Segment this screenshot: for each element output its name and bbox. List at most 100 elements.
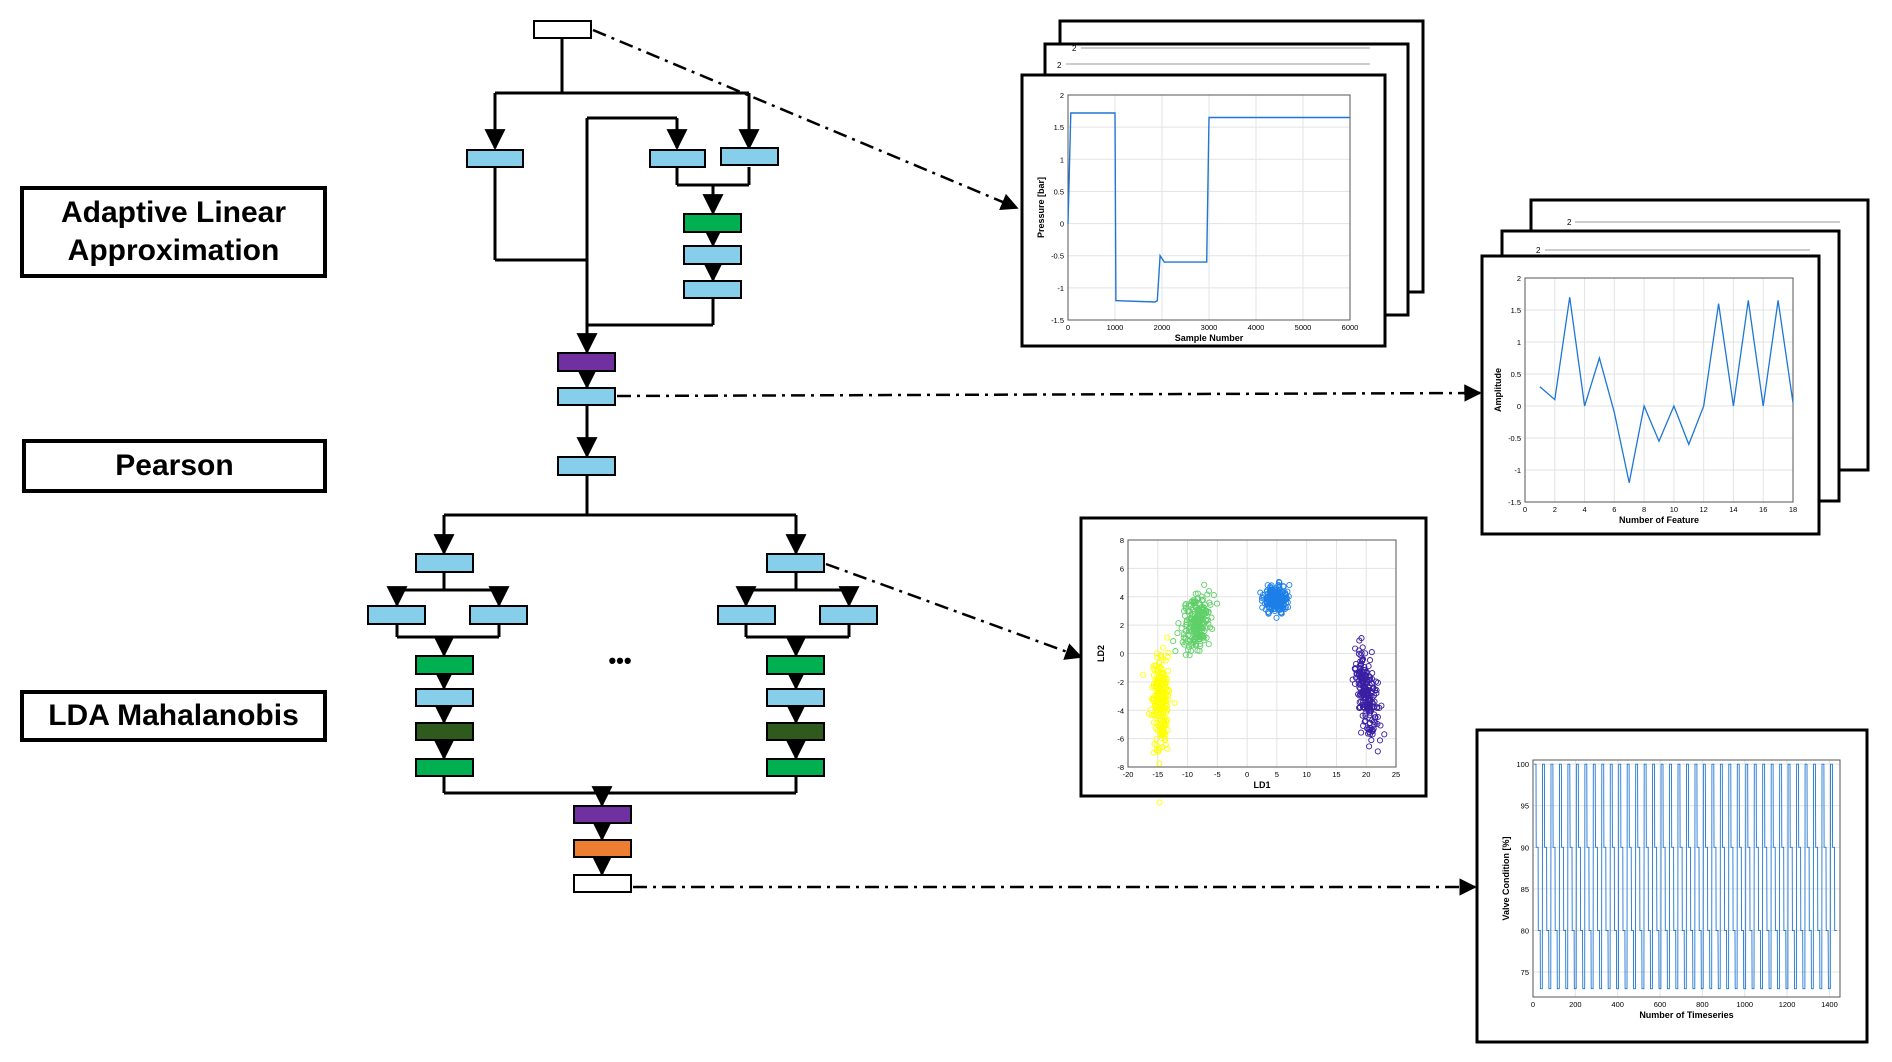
- pressure-ytick-label: -0.5: [1051, 252, 1064, 261]
- valve-axes-outline: [1532, 759, 1841, 998]
- left-block-2: [367, 605, 426, 625]
- feature-xtick-label: 14: [1729, 505, 1737, 514]
- lda-point: [1156, 699, 1163, 706]
- dashdot-links: [592, 28, 1482, 896]
- left-green-1: [415, 655, 474, 675]
- lda-point: [1186, 607, 1193, 615]
- pressure-xtick-label: 2000: [1154, 323, 1171, 332]
- lda-point: [1158, 735, 1165, 742]
- lda-point: [1162, 681, 1169, 688]
- feature-xtick-label: 12: [1699, 505, 1707, 514]
- lda-point: [1192, 638, 1199, 645]
- lda-point: [1195, 595, 1202, 602]
- lda-point: [1188, 615, 1195, 623]
- lda-point: [1193, 634, 1200, 641]
- feature-xtick-label: 16: [1759, 505, 1767, 514]
- lda-point: [1374, 713, 1381, 721]
- lda-point: [1265, 610, 1272, 617]
- left-darkgreen: [415, 722, 474, 741]
- lda-point: [1204, 591, 1211, 598]
- lda-point: [1151, 680, 1158, 688]
- lda-point: [1187, 640, 1194, 648]
- lda-point: [1369, 670, 1376, 677]
- lda-point: [1172, 648, 1179, 655]
- valve-xtick-label: 800: [1696, 1000, 1709, 1009]
- feature-ytick-label: 0.5: [1511, 370, 1521, 379]
- right-green-2: [766, 758, 825, 777]
- lda-ytick-label: -4: [1117, 706, 1124, 715]
- lda-point: [1174, 630, 1181, 637]
- lda-ytick-label: -6: [1117, 735, 1124, 744]
- valve-ytick-label: 95: [1521, 802, 1529, 811]
- pressure-ytick-label: 2: [1060, 91, 1064, 100]
- valve-xtick-label: 400: [1611, 1000, 1624, 1009]
- block-d: [683, 245, 742, 265]
- stack-label-4: 2: [1536, 246, 1541, 255]
- lda-point: [1366, 743, 1373, 750]
- lda-point: [1184, 608, 1191, 615]
- lda-point: [1189, 642, 1196, 649]
- lda-point: [1362, 712, 1369, 719]
- lda-point: [1182, 600, 1189, 608]
- lda-point: [1264, 587, 1271, 594]
- feature-xtick-label: 8: [1642, 505, 1646, 514]
- valve-ytick-label: 80: [1521, 926, 1529, 935]
- lda-point: [1192, 627, 1199, 634]
- lda-point: [1157, 720, 1164, 727]
- lda-point: [1185, 601, 1193, 608]
- lda-point: [1352, 645, 1359, 652]
- lda-point: [1367, 709, 1374, 716]
- feature-ytick-label: -1.5: [1508, 498, 1521, 507]
- lda-point: [1161, 734, 1168, 741]
- lda-point: [1165, 649, 1172, 656]
- lda-point: [1213, 600, 1221, 607]
- lda-point: [1359, 712, 1366, 719]
- lda-point: [1374, 748, 1381, 755]
- lda-point: [1150, 749, 1157, 756]
- lda-point: [1374, 679, 1381, 686]
- lda-point: [1198, 624, 1206, 631]
- lda-point: [1186, 652, 1193, 659]
- lda-point: [1374, 720, 1381, 728]
- lda-point: [1359, 644, 1366, 651]
- lda-xtick-label: 10: [1302, 770, 1310, 779]
- lda-point: [1164, 716, 1171, 723]
- lda-point: [1178, 625, 1185, 632]
- lda-point: [1199, 607, 1206, 614]
- lda-point: [1264, 602, 1271, 609]
- feature-axes-box: [1524, 277, 1794, 503]
- pressure-xtick-label: 6000: [1342, 323, 1359, 332]
- lda-point: [1140, 671, 1147, 678]
- input-block: [533, 20, 592, 39]
- lda-point: [1156, 659, 1163, 667]
- feature-xtick-label: 10: [1670, 505, 1678, 514]
- pressure-xtick-label: 0: [1066, 323, 1070, 332]
- lda-xtick-label: 5: [1275, 770, 1279, 779]
- lda-point: [1355, 691, 1362, 698]
- lda-point: [1194, 621, 1201, 628]
- feature-axes-outline: [1524, 277, 1794, 503]
- feature-series-line: [1539, 297, 1794, 483]
- pressure-ylabel: Pressure [bar]: [1036, 177, 1046, 238]
- lda-point: [1358, 678, 1365, 685]
- lda-point: [1160, 728, 1167, 735]
- lda-point: [1357, 665, 1364, 672]
- block-purple-1: [557, 352, 616, 372]
- valve-ylabel: Valve Condition [%]: [1501, 836, 1511, 920]
- pressure-ytick-label: 0.5: [1054, 187, 1064, 196]
- lda-point: [1161, 721, 1168, 728]
- valve-xtick-label: 1000: [1736, 1000, 1753, 1009]
- lda-axes-outline: [1127, 539, 1397, 768]
- lda-point: [1369, 675, 1376, 683]
- lda-point: [1175, 620, 1182, 627]
- stage-adaptive-linear-approximation: Adaptive Linear Approximation: [20, 186, 327, 278]
- lda-point: [1185, 628, 1193, 635]
- lda-ytick-label: -8: [1117, 763, 1124, 772]
- lda-point: [1357, 685, 1364, 692]
- lda-point: [1158, 666, 1165, 673]
- lda-xlabel: LD1: [1253, 780, 1270, 790]
- lda-point: [1181, 612, 1188, 619]
- block-orange: [573, 839, 632, 858]
- flow-connectors: [386, 38, 860, 877]
